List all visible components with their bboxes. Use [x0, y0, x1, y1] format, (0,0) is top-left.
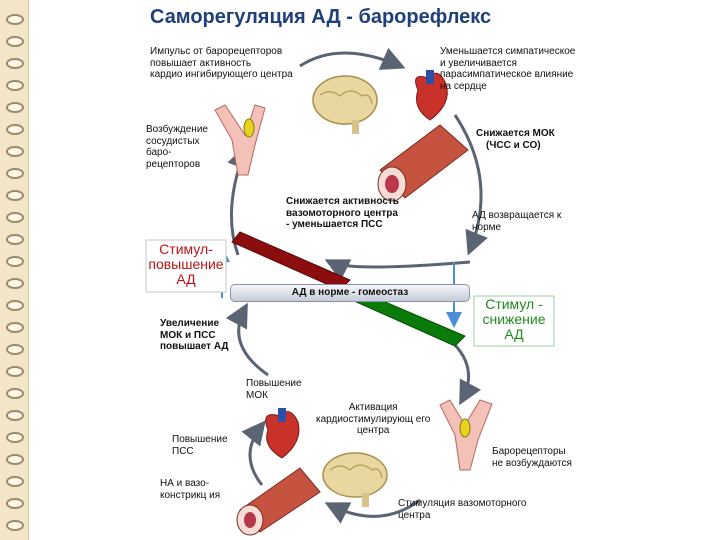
spiral-ring	[6, 344, 24, 355]
notebook-spiral	[0, 0, 29, 540]
spiral-ring	[6, 146, 24, 157]
arc-right-top	[453, 114, 488, 256]
brain-top	[312, 75, 378, 134]
spiral-ring	[6, 36, 24, 47]
red-pressure-bar	[231, 231, 351, 291]
spiral-ring	[6, 124, 24, 135]
heart-top	[415, 70, 448, 121]
spiral-ring	[6, 256, 24, 267]
label-na: НА и вазо-констрикц ия	[160, 478, 221, 501]
spiral-ring	[6, 234, 24, 245]
spiral-ring	[6, 432, 24, 443]
spiral-ring	[6, 366, 24, 377]
spiral-ring	[6, 410, 24, 421]
vessel-top	[377, 124, 469, 202]
spiral-ring	[6, 102, 24, 113]
stimulus-down-box	[473, 295, 555, 347]
spiral-ring	[6, 454, 24, 465]
carotid-bottom	[439, 399, 493, 471]
spiral-ring	[6, 58, 24, 69]
vessel-bottom	[236, 467, 321, 536]
arc-left-bottom	[225, 302, 269, 377]
homeostasis-bar: АД в норме - гомеостаз	[230, 284, 470, 302]
page-title: Саморегуляция АД - барорефлекс	[150, 6, 492, 28]
spiral-ring	[6, 80, 24, 91]
arc-bottom-top	[324, 259, 471, 281]
spiral-ring	[6, 520, 24, 531]
spiral-ring	[6, 190, 24, 201]
spiral-ring	[6, 168, 24, 179]
stimulus-up-box	[145, 239, 227, 293]
spiral-ring	[6, 476, 24, 487]
spiral-ring	[6, 212, 24, 223]
spiral-ring	[6, 322, 24, 333]
arc-top	[299, 47, 406, 70]
arc-lower-left	[241, 420, 266, 486]
heart-bottom	[265, 408, 300, 459]
arc-right-bottom	[453, 343, 482, 406]
spiral-ring	[6, 300, 24, 311]
spiral-ring	[6, 278, 24, 289]
carotid-top	[214, 104, 266, 176]
arc-bottom	[324, 498, 421, 524]
brain-bottom	[322, 452, 388, 507]
spiral-ring	[6, 498, 24, 509]
spiral-ring	[6, 388, 24, 399]
label-mok-down: Снижается МОК(ЧСС и СО)	[476, 128, 555, 151]
spiral-ring	[6, 14, 24, 25]
